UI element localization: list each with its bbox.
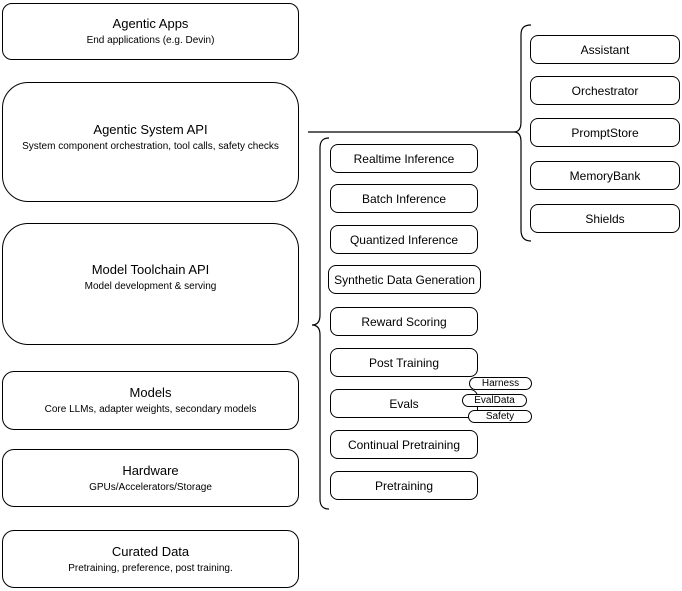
node-quantized-inference: Quantized Inference bbox=[330, 225, 478, 254]
node-subtitle: End applications (e.g. Devin) bbox=[86, 35, 215, 46]
node-subtitle: Model development & serving bbox=[84, 280, 217, 292]
toolchain-brace bbox=[311, 137, 330, 510]
node-title: Model Toolchain API bbox=[91, 261, 210, 277]
node-promptstore: PromptStore bbox=[530, 118, 680, 147]
node-subtitle: GPUs/Accelerators/Storage bbox=[89, 481, 212, 493]
node-evals: Evals bbox=[330, 389, 478, 418]
node-orchestrator: Orchestrator bbox=[530, 76, 680, 105]
tag-safety: Safety bbox=[468, 410, 532, 423]
node-title: Curated Data bbox=[111, 543, 190, 559]
node-agentic-system-api: Agentic System API System component orch… bbox=[2, 82, 299, 202]
node-batch-inference: Batch Inference bbox=[330, 184, 478, 213]
node-subtitle: System component orchestration, tool cal… bbox=[22, 140, 279, 152]
node-curated-data: Curated Data Pretraining, preference, po… bbox=[2, 530, 299, 588]
node-pretraining: Pretraining bbox=[330, 471, 478, 500]
node-reward-scoring: Reward Scoring bbox=[330, 307, 478, 336]
node-post-training: Post Training bbox=[330, 348, 478, 377]
node-agentic-apps: Agentic Apps End applications (e.g. Devi… bbox=[2, 3, 299, 60]
node-title: Agentic Apps bbox=[112, 16, 189, 31]
node-hardware: Hardware GPUs/Accelerators/Storage bbox=[2, 449, 299, 507]
node-subtitle: Pretraining, preference, post training. bbox=[68, 562, 233, 574]
node-subtitle: Core LLMs, adapter weights, secondary mo… bbox=[44, 404, 257, 415]
node-model-toolchain-api: Model Toolchain API Model development & … bbox=[2, 223, 299, 345]
node-continual-pretraining: Continual Pretraining bbox=[330, 430, 478, 459]
node-title: Models bbox=[129, 385, 172, 400]
tag-harness: Harness bbox=[469, 377, 532, 390]
node-title: Hardware bbox=[122, 462, 179, 478]
node-memorybank: MemoryBank bbox=[530, 161, 680, 190]
system-brace bbox=[513, 24, 532, 242]
tag-evaldata: EvalData bbox=[462, 394, 527, 407]
node-shields: Shields bbox=[530, 204, 680, 233]
node-title: Agentic System API bbox=[93, 121, 208, 137]
node-realtime-inference: Realtime Inference bbox=[330, 144, 478, 173]
node-models: Models Core LLMs, adapter weights, secon… bbox=[2, 371, 299, 430]
node-assistant: Assistant bbox=[530, 35, 680, 64]
node-synthetic-data-generation: Synthetic Data Generation bbox=[328, 265, 481, 294]
